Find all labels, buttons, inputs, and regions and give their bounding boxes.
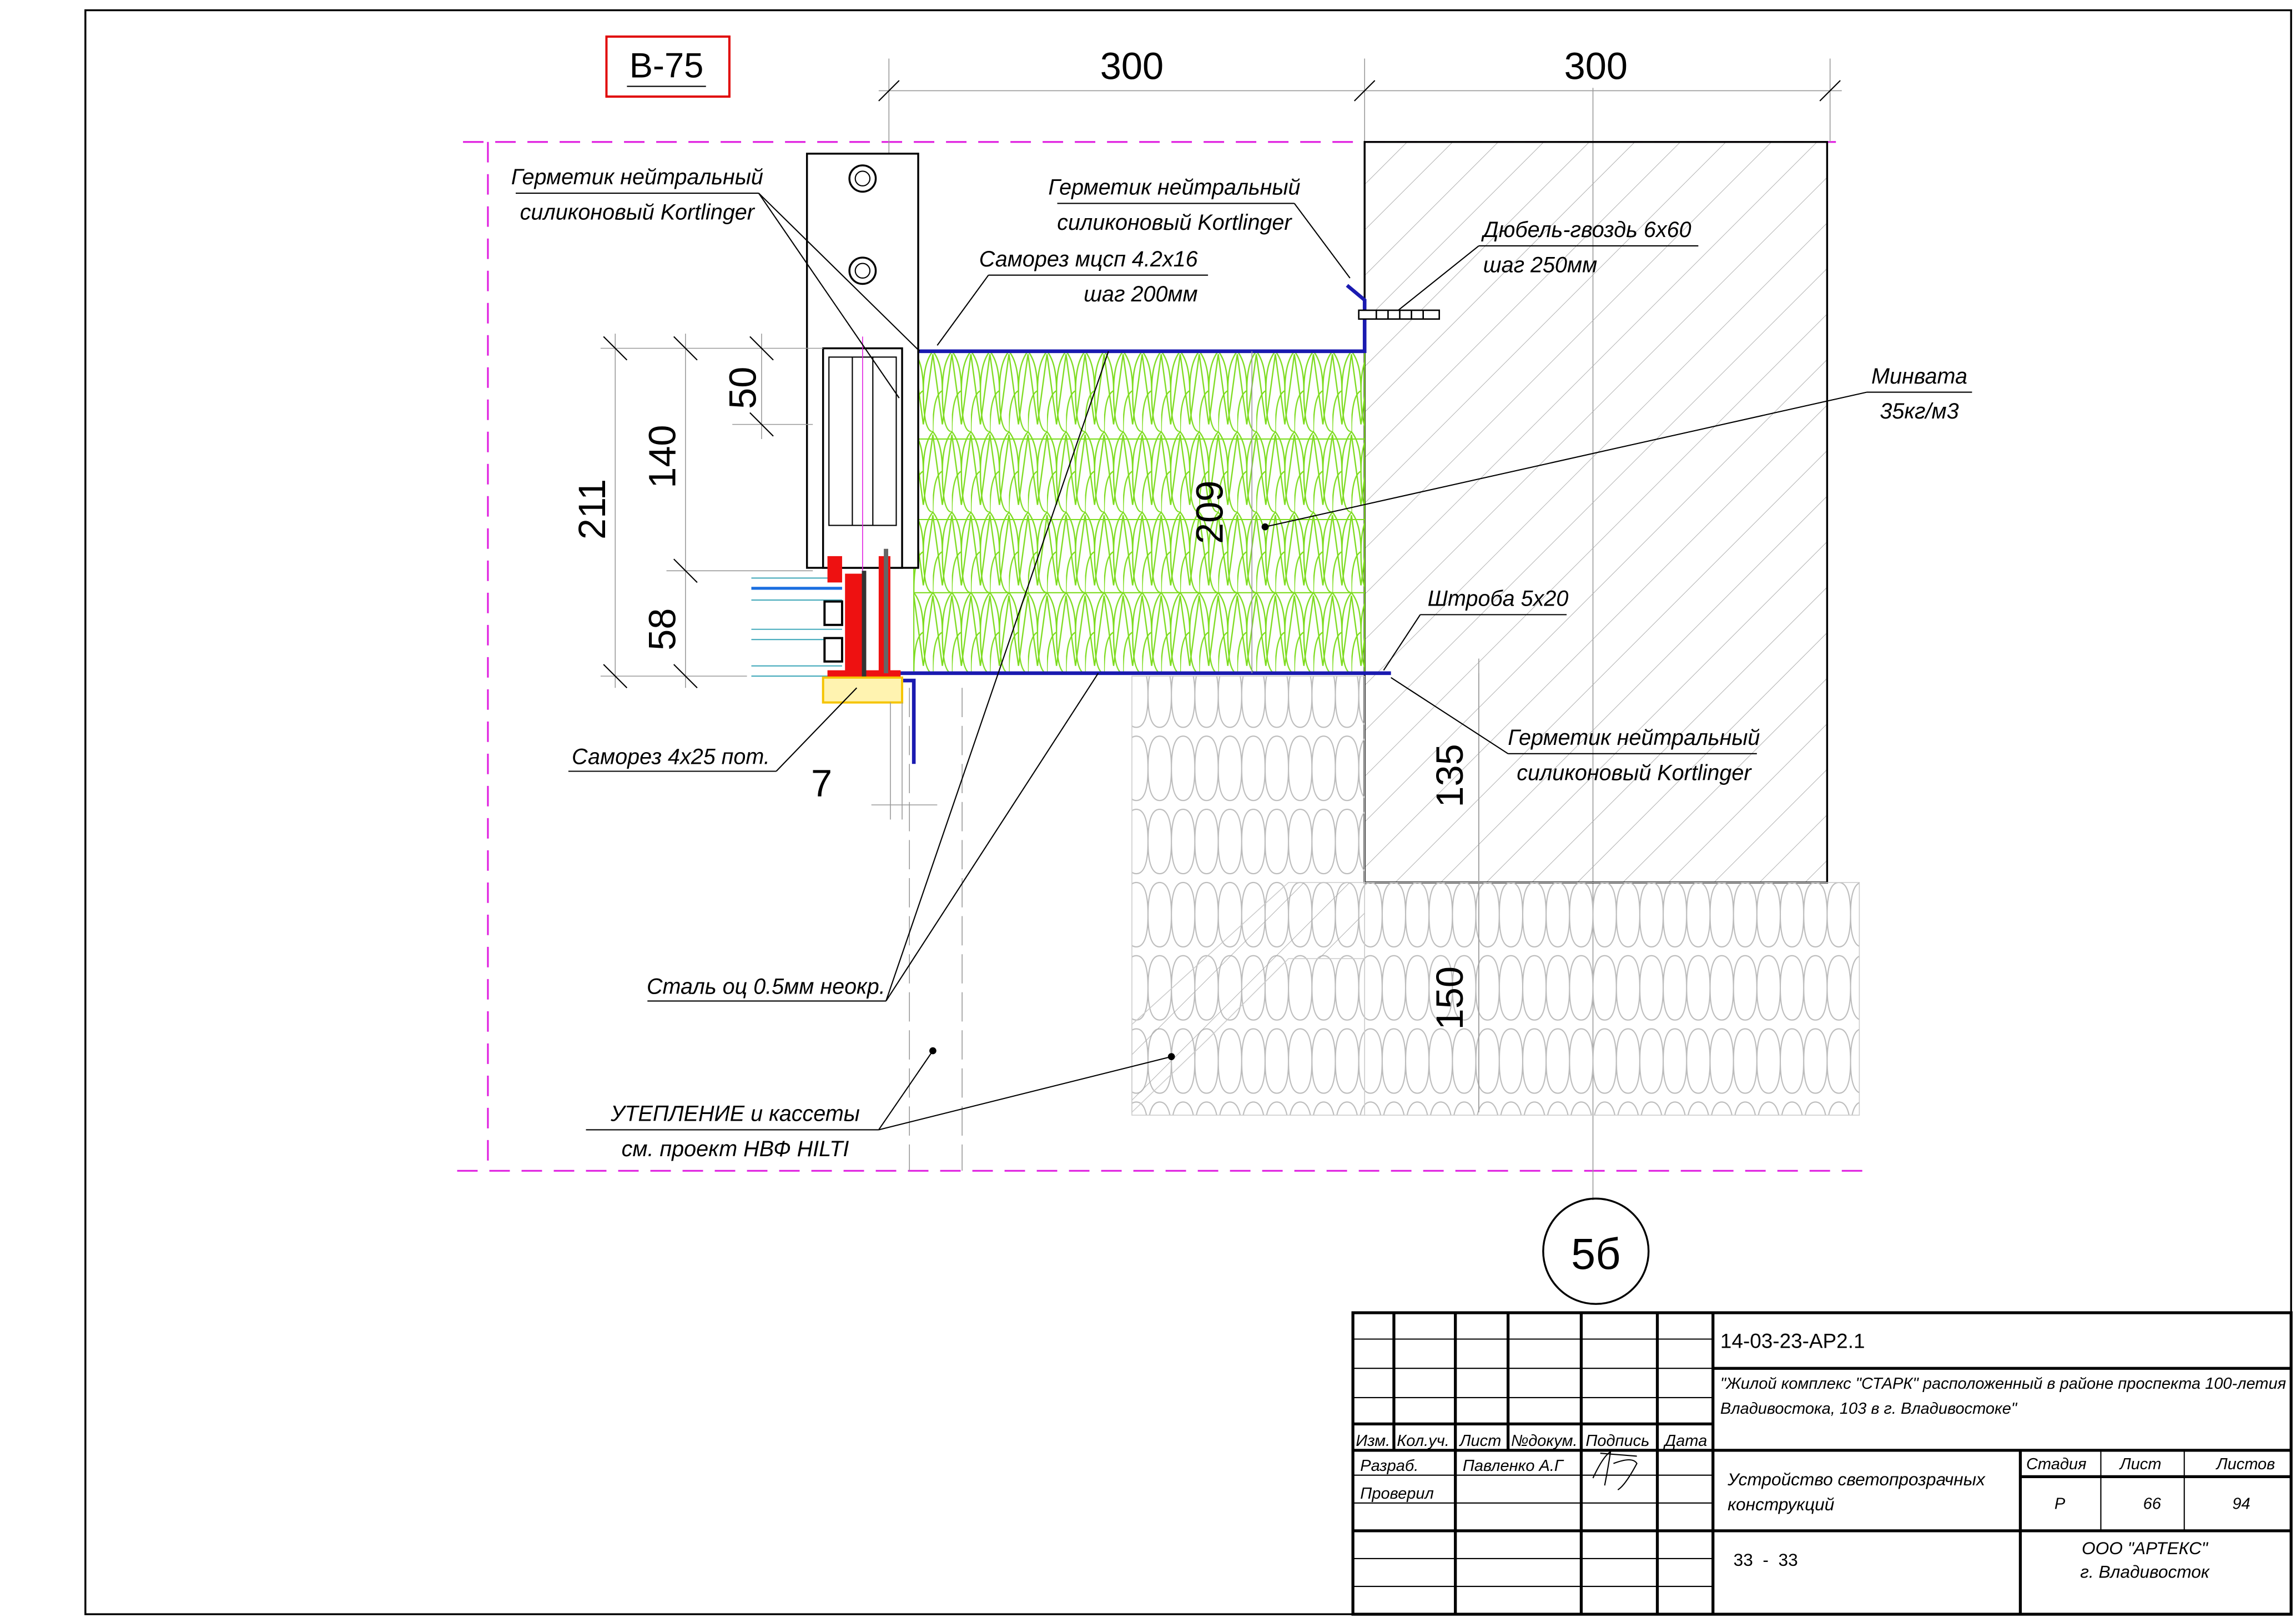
dim-top-left: 300: [1100, 44, 1164, 87]
section-mark-box: [605, 35, 731, 98]
left-dimensions: 211 140 50 58 7: [571, 334, 938, 820]
developer-name: Павленко А.Г: [1463, 1457, 1564, 1475]
label-screw-bottom: Саморез 4х25 пот.: [572, 744, 770, 769]
stage-value: Р: [2055, 1495, 2066, 1513]
dim-7: 7: [811, 762, 832, 804]
header-date: Дата: [1663, 1432, 1708, 1450]
dim-58: 58: [641, 608, 683, 651]
developed-label: Разраб.: [1360, 1457, 1418, 1475]
label-dowel-1: Дюбель-гвоздь 6х60: [1481, 218, 1691, 242]
header-doc: №докум.: [1511, 1432, 1578, 1450]
project-name-2: Владивостока, 103 в г. Владивостоке": [1720, 1400, 2018, 1418]
label-insulation-2: см. проект НВФ HILTI: [622, 1137, 849, 1161]
view-mark-circle: [1542, 1197, 1650, 1305]
dim-140: 140: [641, 425, 683, 488]
doc-code: 14-03-23-АР2.1: [1720, 1329, 1865, 1352]
label-sealant-top-1: Герметик нейтральный: [1048, 175, 1300, 200]
label-sealant-left-2: силиконовый Kortlinger: [520, 200, 756, 224]
sheet-label: Лист: [2119, 1455, 2162, 1473]
signature: [1592, 1450, 1638, 1490]
dim-135: 135: [1428, 744, 1471, 807]
header-kol: Кол.уч.: [1397, 1432, 1449, 1450]
label-screw-top-1: Саморез мцсп 4.2х16: [979, 247, 1198, 271]
label-screw-top-2: шаг 200мм: [1084, 282, 1197, 306]
label-wool-2: 35кг/м3: [1880, 399, 1958, 424]
sheets-label: Листов: [2216, 1455, 2275, 1473]
sheet-title-1: Устройство светопрозрачных: [1727, 1469, 1986, 1489]
project-name-1: "Жилой комплекс "СТАРК" расположенный в …: [1720, 1375, 2286, 1393]
checked-label: Проверил: [1360, 1485, 1434, 1503]
gaskets: [827, 548, 901, 695]
label-insulation-1: УТЕПЛЕНИЕ и кассеты: [610, 1102, 860, 1126]
sheets-value: 94: [2232, 1495, 2250, 1513]
mineral-wool: [913, 350, 1366, 674]
label-sealant-bottom-1: Герметик нейтральный: [1508, 725, 1760, 750]
view-mark: 5б: [1571, 1229, 1620, 1278]
wall-dimensions: 209 135 150: [1188, 351, 1479, 1112]
concrete-wall: [1363, 141, 1829, 884]
header-list: Лист: [1459, 1432, 1502, 1450]
facade-insulation: [1131, 658, 1860, 1116]
mullion-bracket: [805, 153, 919, 703]
label-wool-1: Минвата: [1871, 364, 1967, 389]
callout-labels: Герметик нейтральный силиконовый Kortlin…: [511, 165, 1967, 1161]
sheet-frame: [84, 9, 2292, 1615]
label-dowel-2: шаг 250мм: [1483, 253, 1597, 277]
label-groove: Штроба 5х20: [1428, 587, 1569, 611]
dim-50: 50: [721, 367, 764, 409]
header-sign: Подпись: [1585, 1432, 1649, 1450]
bolt-icon: [848, 164, 877, 193]
dim-150: 150: [1428, 966, 1471, 1030]
bolt-icon: [848, 256, 877, 285]
dowel-nail-icon: [1358, 309, 1441, 320]
label-sealant-bottom-2: силиконовый Kortlinger: [1517, 760, 1752, 785]
section-mark: B-75: [630, 47, 704, 85]
dim-209: 209: [1188, 481, 1231, 544]
stage-label: Стадия: [2026, 1455, 2087, 1473]
leader-lines: [515, 192, 1972, 1131]
dim-top-right: 300: [1564, 44, 1628, 87]
glazing-unit: [751, 577, 843, 677]
section-range: 33 - 33: [1734, 1550, 1798, 1570]
label-sealant-top-2: силиконовый Kortlinger: [1057, 210, 1292, 235]
cover-cap: [822, 676, 904, 704]
company-name: ООО "АРТЕКС": [2082, 1538, 2209, 1558]
label-sealant-left-1: Герметик нейтральный: [511, 165, 763, 189]
sheet-value: 66: [2143, 1495, 2162, 1513]
company-city: г. Владивосток: [2080, 1561, 2210, 1581]
sheet-title-2: конструкций: [1728, 1494, 1834, 1514]
label-steel: Сталь оц 0.5мм неокр.: [647, 974, 885, 999]
title-block: 14-03-23-АР2.1 "Жилой комплекс "СТАРК" р…: [1351, 1311, 2293, 1616]
header-izm: Изм.: [1356, 1432, 1390, 1450]
dim-211: 211: [571, 479, 613, 540]
